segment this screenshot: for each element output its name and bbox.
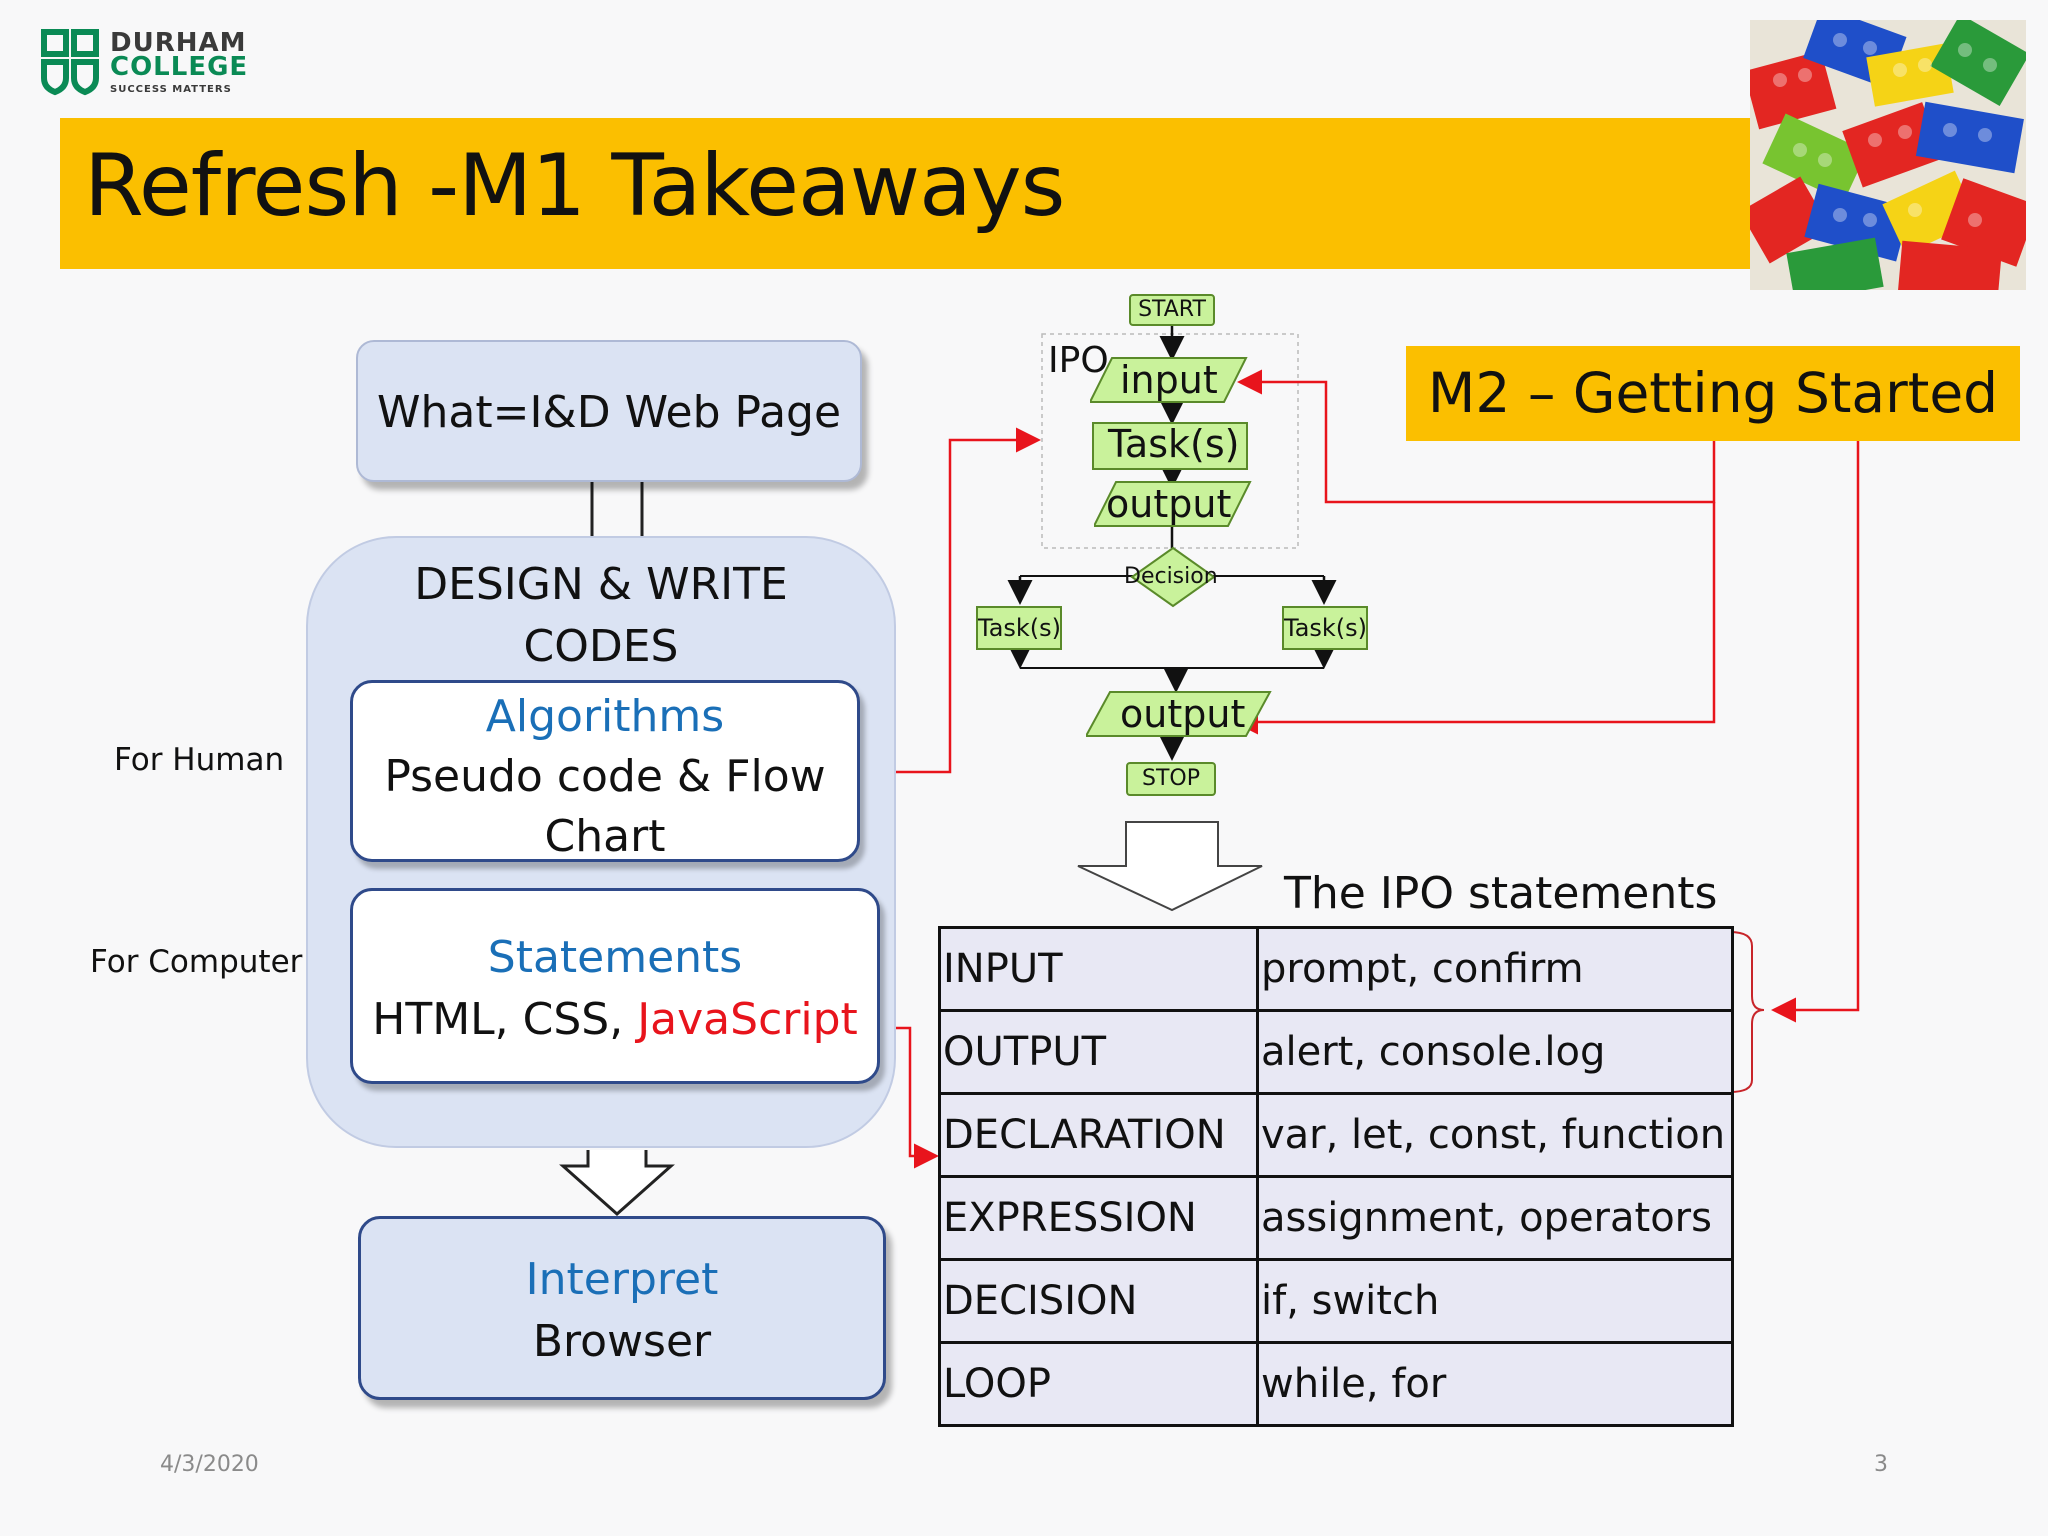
durham-college-logo: DURHAM COLLEGE SUCCESS MATTERS [40,26,250,106]
row-examples: alert, console.log [1256,1009,1734,1095]
statements-box: Statements HTML, CSS, JavaScript [350,888,880,1084]
flow-input-shape [1090,357,1248,403]
algorithms-heading: Algorithms [485,691,725,742]
row-statement: OUTPUT [938,1009,1259,1095]
table-row: LOOP while, for [938,1341,1734,1427]
flow-tasks: Task(s) [1108,422,1240,466]
row-examples: if, switch [1256,1258,1734,1344]
flow-output: output [1106,482,1232,526]
table-row: DECISION if, switch [938,1258,1734,1344]
lego-bricks-image [1750,20,2026,290]
logo-text-college: COLLEGE [110,52,249,82]
table-row: DECLARATION var, let, const, function [938,1092,1734,1178]
algorithms-line2: Chart [544,811,666,862]
flow-ipo-label: IPO [1048,340,1109,381]
logo-text-durham: DURHAM [110,28,247,58]
for-computer-label: For Computer [90,944,303,980]
statements-javascript: JavaScript [637,994,858,1045]
ipo-table-title: The IPO statements [1284,868,1718,919]
flow-task-right: Task(s) [1282,606,1368,650]
flow-output-shape [1094,481,1252,527]
for-human-label: For Human [114,742,285,778]
flow-start: START [1129,294,1215,326]
table-row: OUTPUT alert, console.log [938,1009,1734,1095]
design-title-line1: DESIGN & WRITE [414,559,788,610]
logo-shield-icon [41,29,99,96]
flow-task-left: Task(s) [976,606,1062,650]
footer-date: 4/3/2020 [160,1452,259,1477]
flow-output2-shape [1086,691,1272,737]
row-examples: while, for [1256,1341,1734,1427]
flow-tasks-box [1092,422,1248,470]
row-statement: LOOP [938,1341,1259,1427]
row-examples: var, let, const, function [1256,1092,1734,1178]
flow-decision: Decision [1124,564,1218,589]
footer-page-number: 3 [1874,1452,1888,1477]
row-statement: DECLARATION [938,1092,1259,1178]
statements-heading: Statements [487,932,743,983]
slide-title: Refresh -M1 Takeaways [84,136,1065,236]
interpret-browser-box: Interpret Browser [358,1216,886,1400]
flow-decision-shape [1130,546,1216,608]
flow-input: input [1120,358,1218,402]
row-examples: assignment, operators [1256,1175,1734,1261]
row-statement: EXPRESSION [938,1175,1259,1261]
what-web-page-box: What=I&D Web Page [356,340,862,482]
title-bar [60,118,1760,269]
m2-getting-started-banner: M2 – Getting Started [1406,346,2020,441]
algorithms-box: Algorithms Pseudo code & Flow Chart [350,680,860,862]
row-statement: INPUT [938,926,1259,1012]
row-examples: prompt, confirm [1256,926,1734,1012]
statements-languages: HTML, CSS, [372,994,638,1045]
interpret-heading: Interpret [525,1254,719,1305]
flow-output2: output [1120,692,1246,736]
flow-stop: STOP [1126,762,1216,796]
algorithms-line1: Pseudo code & Flow [384,751,826,802]
design-title-line2: CODES [523,621,679,672]
ipo-statements-table: INPUT prompt, confirm OUTPUT alert, cons… [938,926,1734,1427]
table-row: EXPRESSION assignment, operators [938,1175,1734,1261]
interpret-browser: Browser [532,1316,712,1367]
row-statement: DECISION [938,1258,1259,1344]
logo-tagline: SUCCESS MATTERS [110,84,232,95]
table-row: INPUT prompt, confirm [938,926,1734,1012]
